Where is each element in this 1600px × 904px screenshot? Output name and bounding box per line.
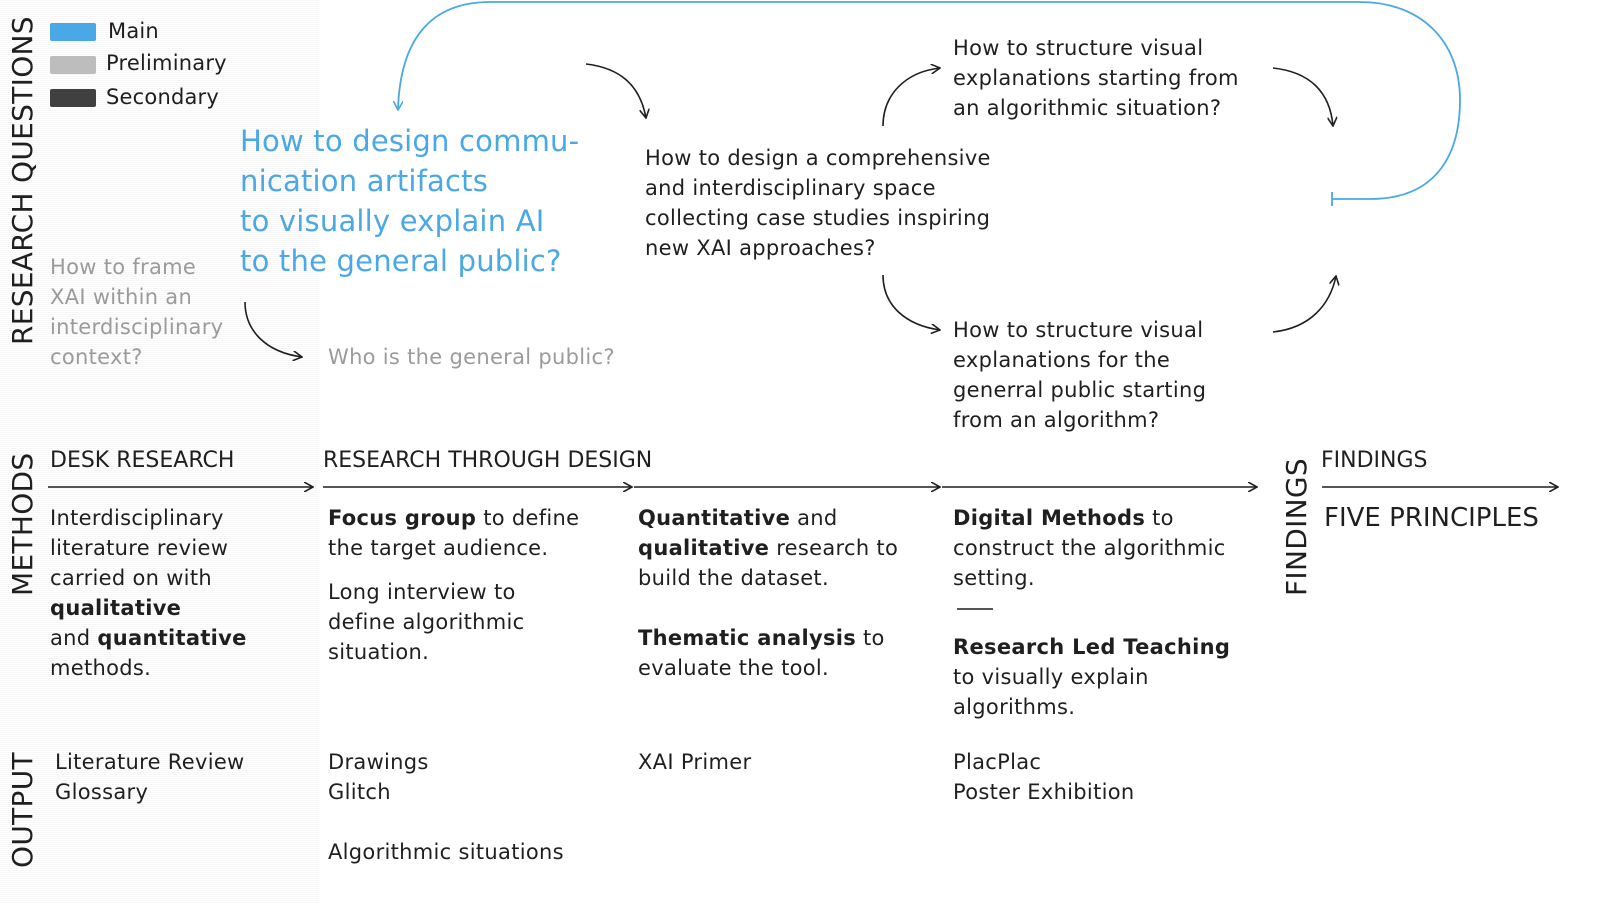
secondary-algorithm-line-2: explanations for the bbox=[953, 348, 1171, 372]
legend-label-main: Main bbox=[108, 19, 159, 43]
phase-desk-research: DESK RESEARCH bbox=[50, 448, 235, 473]
methods-rtd1-line-1: Focus group to define bbox=[328, 503, 579, 533]
secondary-space-line-1: How to design a comprehensive bbox=[645, 146, 991, 170]
output-glitch: Glitch bbox=[328, 780, 391, 804]
methods-rtd2-thematic-analysis: Thematic analysis bbox=[638, 626, 857, 650]
arrow-space-to-situation bbox=[882, 68, 940, 127]
main-question-line-1: How to design commu- bbox=[240, 124, 580, 158]
methods-rtd1-to-define: to define bbox=[476, 506, 580, 530]
methods-rtd1-focus-group: Focus group bbox=[328, 506, 477, 530]
preliminary-frame-line-2: XAI within an bbox=[50, 285, 193, 309]
secondary-situation-line-3: an algorithmic situation? bbox=[953, 96, 1222, 120]
methods-rtd2-and: and bbox=[790, 506, 838, 530]
output-poster-exhibition: Poster Exhibition bbox=[953, 780, 1135, 804]
methods-rtd2-to: to bbox=[856, 626, 885, 650]
arrow-situation-to-end bbox=[1272, 67, 1333, 126]
methods-rtd1-line-3: Long interview to bbox=[328, 580, 516, 604]
secondary-algorithm-line-1: How to structure visual bbox=[953, 318, 1204, 342]
legend-label-secondary: Secondary bbox=[106, 85, 220, 109]
methods-desk-line-1: Interdisciplinary bbox=[50, 506, 224, 530]
phase-research-through-design: RESEARCH THROUGH DESIGN bbox=[323, 448, 653, 473]
methods-rtd3-digital-methods: Digital Methods bbox=[953, 506, 1146, 530]
methods-rtd1-line-2: the target audience. bbox=[328, 536, 549, 560]
methods-rtd3-line-5: to visually explain bbox=[953, 665, 1149, 689]
methods-rtd2-line-4: Thematic analysis to bbox=[638, 623, 885, 653]
secondary-algorithm-line-4: from an algorithm? bbox=[953, 408, 1160, 432]
preliminary-frame-line-3: interdisciplinary bbox=[50, 315, 224, 339]
main-question-line-3: to visually explain AI bbox=[240, 204, 545, 238]
arrow-frame-to-public bbox=[244, 301, 302, 357]
secondary-algorithm-line-3: generral public starting bbox=[953, 378, 1207, 402]
methods-desk-qualitative: qualitative bbox=[50, 596, 182, 620]
secondary-situation-line-2: explanations starting from bbox=[953, 66, 1239, 90]
legend-swatch-main bbox=[50, 23, 96, 41]
methods-rtd3-line-3: setting. bbox=[953, 566, 1035, 590]
methods-desk-line-3: carried on with bbox=[50, 566, 212, 590]
methods-rtd3-to: to bbox=[1145, 506, 1174, 530]
methods-desk-line-2: literature review bbox=[50, 536, 229, 560]
methods-rtd2-quantitative: Quantitative bbox=[638, 506, 791, 530]
output-xai-primer: XAI Primer bbox=[638, 750, 752, 774]
methods-desk-quantitative: quantitative bbox=[97, 626, 247, 650]
output-literature-review: Literature Review bbox=[55, 750, 245, 774]
methods-rtd1-line-5: situation. bbox=[328, 640, 430, 664]
secondary-space-line-4: new XAI approaches? bbox=[645, 236, 876, 260]
secondary-situation-line-1: How to structure visual bbox=[953, 36, 1204, 60]
methods-desk-line-6: methods. bbox=[50, 656, 152, 680]
five-principles: FIVE PRINCIPLES bbox=[1324, 503, 1539, 533]
preliminary-question-public: Who is the general public? bbox=[328, 345, 615, 369]
main-question-line-2: nication artifacts bbox=[240, 164, 489, 198]
methods-rtd2-line-5: evaluate the tool. bbox=[638, 656, 830, 680]
methods-rtd3-line-1: Digital Methods to bbox=[953, 503, 1174, 533]
arrow-space-to-algorithm bbox=[882, 274, 940, 330]
methods-rtd3-research-led-teaching: Research Led Teaching bbox=[953, 635, 1231, 659]
secondary-space-line-2: and interdisciplinary space bbox=[645, 176, 936, 200]
methods-rtd3-line-4: Research Led Teaching bbox=[953, 632, 1230, 662]
methods-rtd2-line-2: qualitative research to bbox=[638, 533, 898, 563]
methods-desk-line-5: and quantitative bbox=[50, 623, 247, 653]
output-placplac: PlacPlac bbox=[953, 750, 1042, 774]
output-algorithmic-situations: Algorithmic situations bbox=[328, 840, 564, 864]
preliminary-frame-line-4: context? bbox=[50, 345, 143, 369]
methods-desk-and: and bbox=[50, 626, 98, 650]
output-drawings: Drawings bbox=[328, 750, 429, 774]
methods-rtd2-research-to: research to bbox=[769, 536, 899, 560]
methods-rtd2-qualitative: qualitative bbox=[638, 536, 770, 560]
output-glossary: Glossary bbox=[55, 780, 149, 804]
methods-desk-line-4: qualitative bbox=[50, 593, 181, 623]
arrow-algorithm-to-end bbox=[1272, 276, 1336, 333]
methods-rtd3-line-6: algorithms. bbox=[953, 695, 1076, 719]
arrow-main-to-space bbox=[585, 63, 646, 118]
legend-swatch-secondary bbox=[50, 89, 96, 107]
methods-rtd3-line-2: construct the algorithmic bbox=[953, 536, 1226, 560]
preliminary-frame-line-1: How to frame bbox=[50, 255, 197, 279]
main-loop-arrow bbox=[398, 1, 1461, 200]
methods-rtd1-line-4: define algorithmic bbox=[328, 610, 525, 634]
legend-label-preliminary: Preliminary bbox=[106, 51, 227, 75]
methods-rtd2-line-1: Quantitative and bbox=[638, 503, 838, 533]
methods-rtd2-line-3: build the dataset. bbox=[638, 566, 829, 590]
main-question-line-4: to the general public? bbox=[240, 244, 562, 278]
left-band-background bbox=[0, 0, 318, 904]
secondary-space-line-3: collecting case studies inspiring bbox=[645, 206, 991, 230]
phase-findings: FINDINGS bbox=[1321, 448, 1428, 473]
legend-swatch-preliminary bbox=[50, 56, 96, 74]
